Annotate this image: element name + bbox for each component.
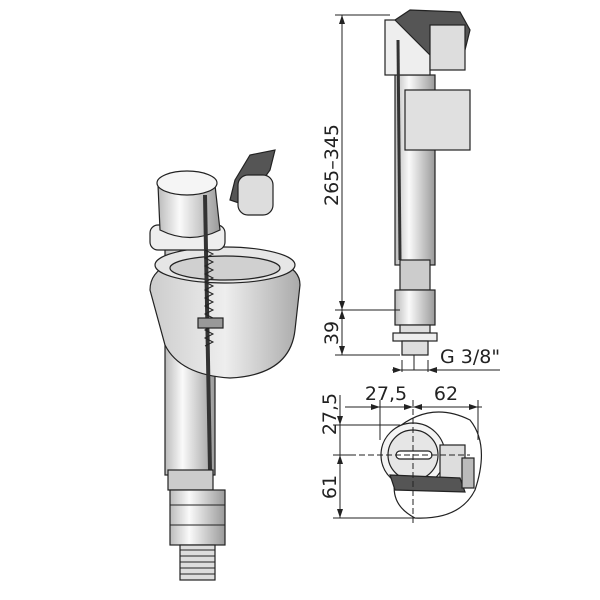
valve-plan-view: [350, 400, 483, 525]
plan-dimensions: 27,5 62 27,5 61: [319, 383, 482, 519]
valve-side-elevation: [384, 9, 471, 370]
valve-cap: [156, 170, 218, 196]
mounting-nut: [169, 489, 226, 546]
valve-perspective-view: [149, 149, 301, 581]
adjustment-rod: [203, 194, 212, 471]
depth-top-label: 27,5: [319, 393, 341, 435]
side-nut: [394, 289, 436, 326]
plan-lever: [389, 474, 466, 493]
float-clip: [197, 317, 224, 329]
lever-knob: [237, 174, 274, 216]
thread-length-label: 39: [321, 321, 343, 345]
height-range-label: 265–345: [321, 124, 343, 206]
depth-bottom-label: 61: [319, 475, 341, 499]
offset-axis-label: 27,5: [365, 383, 407, 405]
height-dimension: 265–345 39 G 3/8": [321, 14, 500, 373]
thread-size-label: G 3/8": [440, 346, 500, 368]
side-float-cup: [404, 89, 471, 151]
width-right-label: 62: [434, 383, 458, 405]
